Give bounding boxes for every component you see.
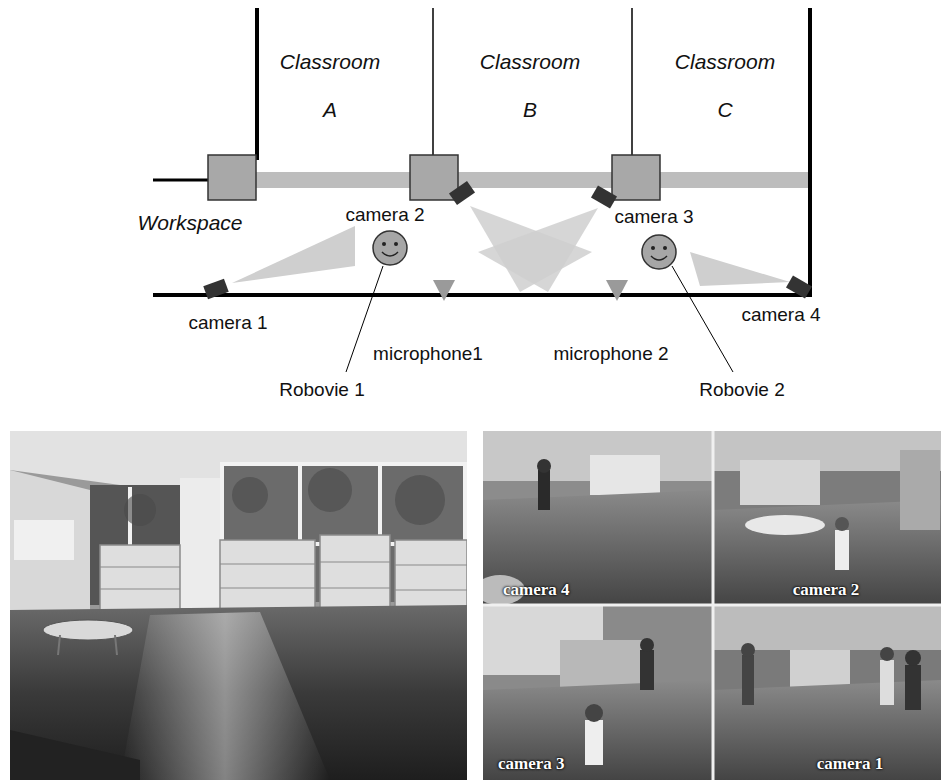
camera-label: camera 4 — [741, 303, 820, 326]
robot-icon — [373, 231, 407, 265]
room-photo — [10, 431, 467, 780]
robot-label: Robovie 2 — [699, 378, 785, 401]
floor-plan — [153, 8, 812, 372]
wall — [153, 179, 210, 182]
camera-label: camera 1 — [188, 311, 267, 334]
pillar — [208, 155, 256, 200]
microphone-label: microphone1 — [373, 342, 483, 365]
robot-label: Robovie 1 — [279, 378, 365, 401]
wall — [153, 293, 812, 297]
corridor-band — [210, 172, 810, 188]
room-label: Classroom C — [675, 38, 775, 134]
robot-icon — [642, 235, 676, 269]
room-label: Classroom A — [280, 38, 380, 134]
wall — [255, 8, 259, 160]
camera-views-photo — [475, 431, 941, 780]
microphone-label: microphone 2 — [553, 342, 668, 365]
wall — [432, 8, 434, 160]
video-caption: camera 1 — [817, 754, 884, 774]
wall — [808, 8, 812, 296]
camera-label: camera 2 — [345, 203, 424, 226]
room-label: Classroom B — [480, 38, 580, 134]
microphone-icon — [433, 280, 455, 301]
leader-line — [672, 266, 733, 372]
camera-icon — [449, 181, 475, 205]
wall — [631, 8, 633, 160]
video-caption: camera 4 — [503, 580, 570, 600]
camera-icon — [786, 275, 812, 298]
microphone-icon — [606, 280, 628, 301]
camera-icon — [203, 279, 228, 300]
camera-view-cone — [232, 226, 355, 283]
camera-label: camera 3 — [614, 205, 693, 228]
camera-icon — [591, 185, 617, 208]
camera-view-cone — [690, 252, 790, 286]
area-label: Workspace — [137, 210, 242, 235]
pillar — [612, 155, 660, 200]
camera-view-cone — [478, 208, 598, 292]
video-caption: camera 3 — [498, 754, 565, 774]
video-caption: camera 2 — [793, 580, 860, 600]
